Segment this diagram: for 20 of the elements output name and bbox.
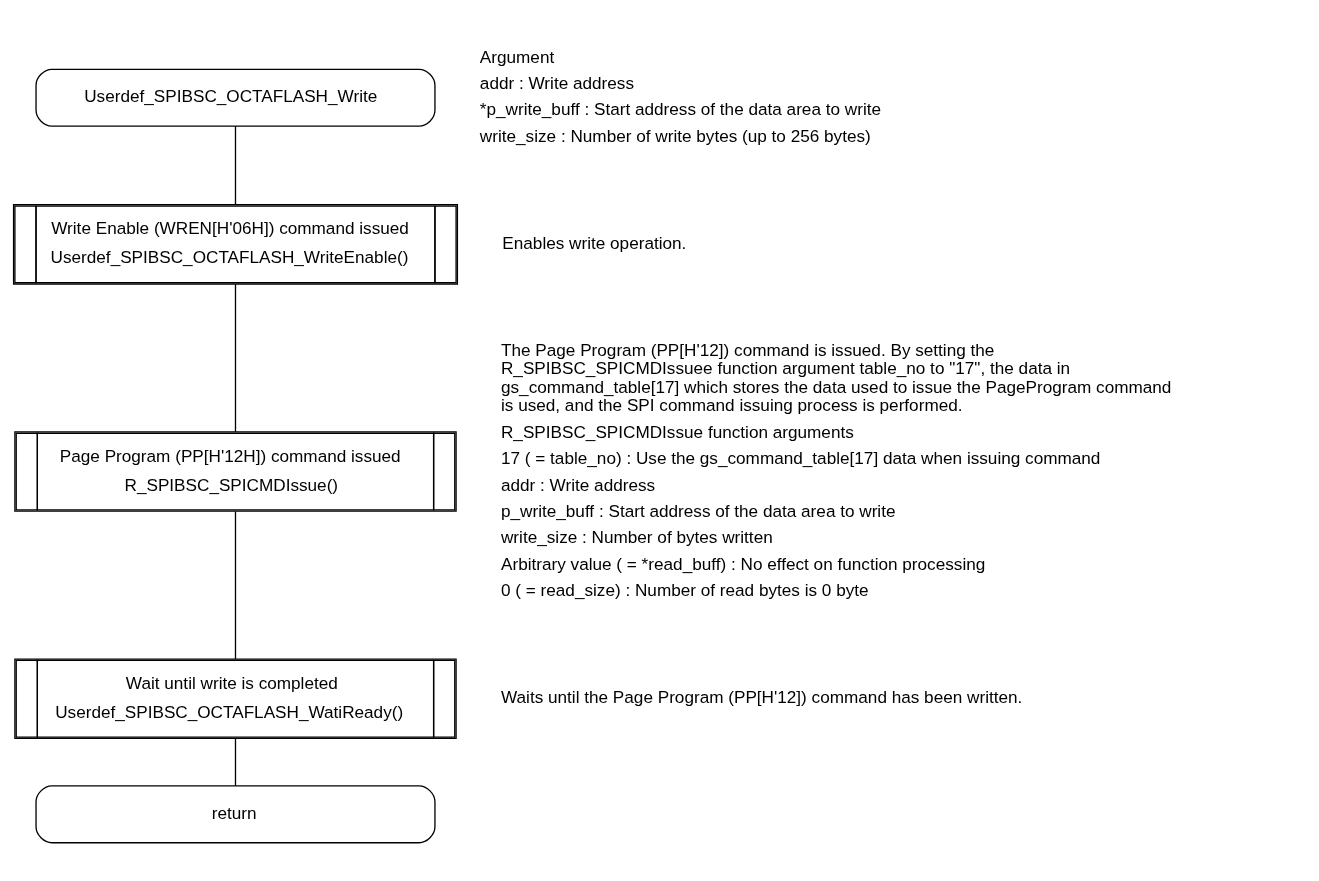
- connector: [234, 283, 237, 433]
- node-box: Userdef_SPIBSC_OCTAFLASH_Write: [35, 68, 436, 127]
- node-label: p_write_buff : Start address of the data area to write: [500, 500, 896, 521]
- connector: [234, 510, 237, 660]
- node-label: Arbitrary value ( = *read_buff) : No effect on function processing: [500, 553, 986, 574]
- node-label: write_size : Number of bytes written: [500, 527, 773, 548]
- node-label: addr : Write address: [500, 474, 656, 495]
- node-label: The Page Program (PP[H'12]) command is issued. By setting the R_SPIBSC_SPICMDIssuee function argument table_no to "17", the data in gs_command_table[17] which stores the data used to issue the PageProgram command is used, and the SPI command issuing process is performed.: [500, 339, 1172, 416]
- node-label: Argument: [479, 46, 555, 67]
- connector: [234, 738, 237, 787]
- node-label: Enables write operation.: [502, 232, 687, 253]
- node-label: Waits until the Page Program (PP[H'12]) command has been written.: [500, 687, 1023, 708]
- node-label: R_SPIBSC_SPICMDIssue function arguments: [500, 421, 854, 442]
- connector: [234, 125, 237, 206]
- node-label: addr : Write address: [479, 73, 635, 94]
- node-label: *p_write_buff : Start address of the data area to write: [479, 99, 882, 120]
- node-label: write_size : Number of write bytes (up to 256 bytes): [479, 125, 871, 146]
- node-box: return: [35, 785, 436, 844]
- node-label: 17 ( = table_no) : Use the gs_command_table[17] data when issuing command: [500, 448, 1101, 469]
- node-label: 0 ( = read_size) : Number of read bytes is 0 byte: [500, 580, 869, 601]
